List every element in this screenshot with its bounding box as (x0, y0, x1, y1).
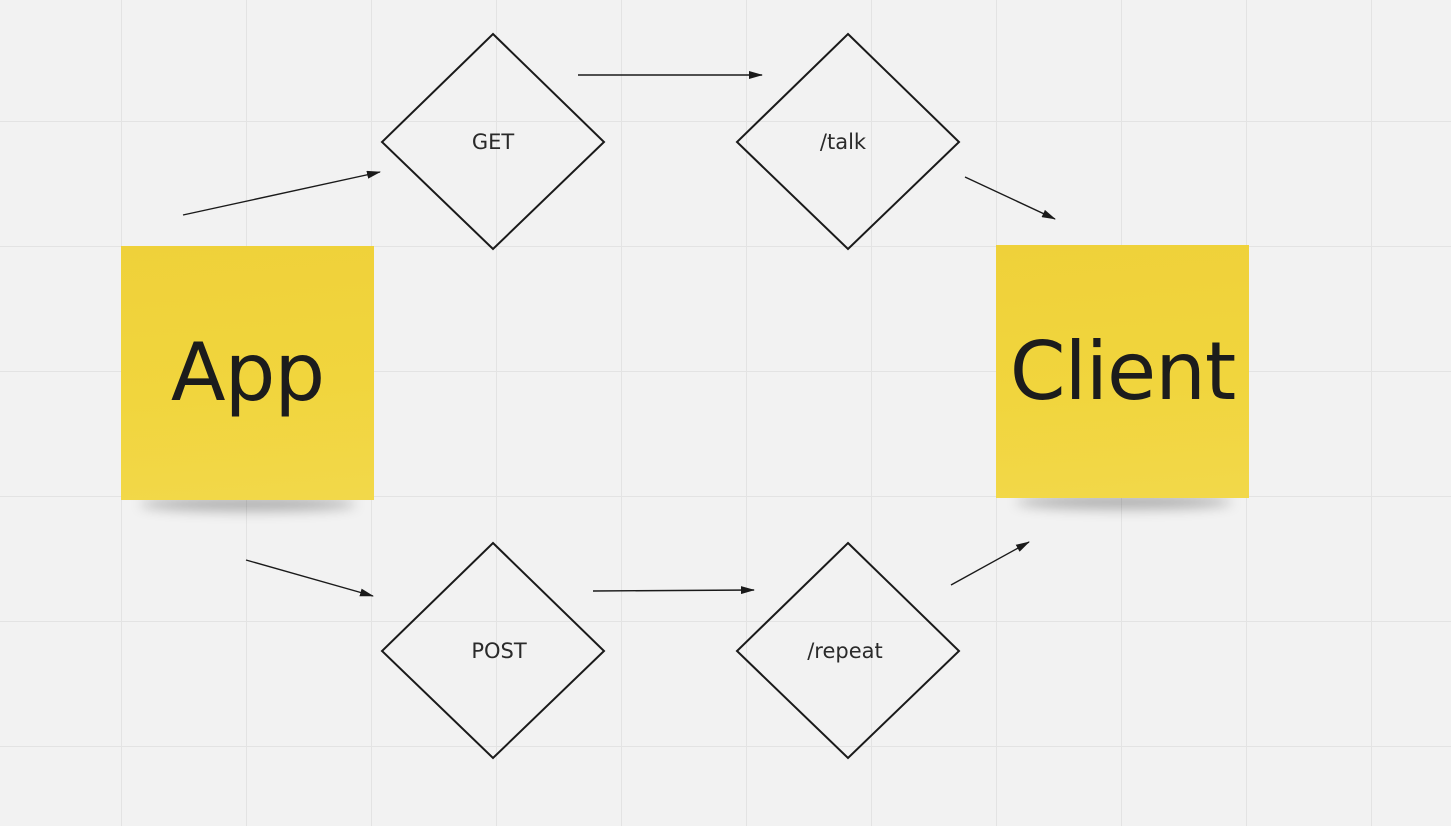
connector-arrow-app-to-post[interactable] (245, 559, 374, 597)
diamond-shape (380, 541, 606, 760)
decision-node-label: /repeat (807, 639, 883, 663)
sticky-note-shadow (140, 497, 356, 511)
decision-node-label: GET (472, 130, 515, 154)
sticky-note-shadow (1016, 495, 1232, 509)
diamond-shape (735, 541, 961, 760)
decision-node-post[interactable]: POST (380, 541, 606, 760)
connector-arrow-repeat-to-client[interactable] (950, 541, 1030, 586)
connector-arrow-talk-to-client[interactable] (964, 176, 1056, 220)
decision-node-repeat[interactable]: /repeat (735, 541, 961, 760)
decision-node-talk[interactable]: /talk (735, 32, 961, 251)
sticky-note-label: App (170, 326, 325, 419)
sticky-note-client[interactable]: Client (996, 245, 1249, 498)
connector-arrow-post-to-repeat[interactable] (592, 586, 755, 595)
sticky-note-label: Client (1009, 324, 1237, 418)
diamond-shape (735, 32, 961, 251)
sticky-note-app[interactable]: App (121, 246, 374, 500)
decision-node-label: POST (471, 639, 527, 663)
diamond-shape (380, 32, 606, 251)
decision-node-label: /talk (820, 130, 867, 154)
decision-node-get[interactable]: GET (380, 32, 606, 251)
connector-arrow-app-to-get[interactable] (182, 170, 381, 216)
